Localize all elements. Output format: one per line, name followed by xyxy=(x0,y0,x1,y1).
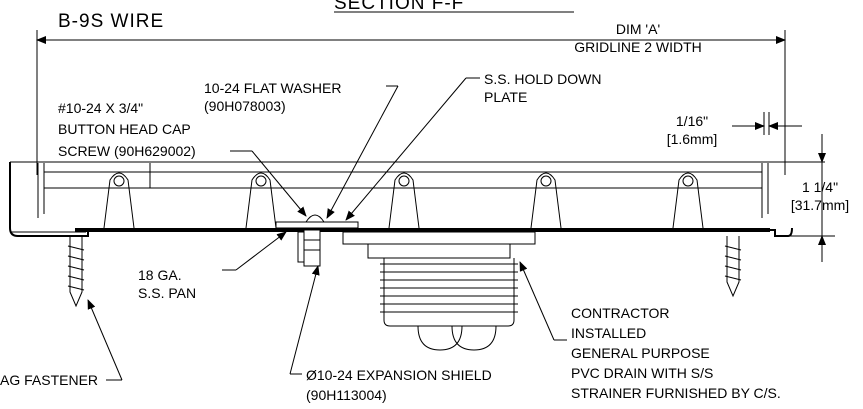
callout-drain: CONTRACTOR INSTALLED GENERAL PURPOSE PVC… xyxy=(519,261,781,401)
fastener-label: AG FASTENER xyxy=(0,372,98,388)
height-label: 1 1/4" xyxy=(802,179,838,195)
callout-lag-fastener: AG FASTENER xyxy=(0,299,123,388)
pan-label-2: S.S. PAN xyxy=(138,285,196,301)
screw-part: SCREW (90H629002) xyxy=(58,143,196,159)
pvc-drain xyxy=(342,231,536,351)
grate-frame xyxy=(9,161,825,237)
drain-label-1: CONTRACTOR xyxy=(571,305,670,321)
drain-label-3: GENERAL PURPOSE xyxy=(571,345,710,361)
callout-pan: 18 GA. S.S. PAN xyxy=(138,231,287,301)
lag-fastener-right xyxy=(724,236,742,298)
pan-label: 18 GA. xyxy=(138,267,182,283)
gap-dimension: 1/16" [1.6mm] xyxy=(667,112,802,147)
dim-a-label: DIM 'A' xyxy=(616,21,660,37)
gap-sublabel: [1.6mm] xyxy=(667,131,718,147)
hold-down-assembly xyxy=(275,214,359,267)
callout-cap-screw: #10-24 X 3/4" BUTTON HEAD CAP SCREW (90H… xyxy=(58,100,307,217)
washer-part: (90H078003) xyxy=(204,98,286,114)
shield-label: Ø10-24 EXPANSION SHIELD xyxy=(306,367,492,383)
section-title: SECTION F-F xyxy=(334,0,574,14)
drain-label-4: PVC DRAIN WITH S/S xyxy=(571,365,713,381)
svg-text:SECTION F-F: SECTION F-F xyxy=(334,0,464,14)
callout-flat-washer: 10-24 FLAT WASHER (90H078003) xyxy=(204,80,399,219)
washer-label: 10-24 FLAT WASHER xyxy=(204,80,341,96)
screw-label-2: BUTTON HEAD CAP xyxy=(58,121,191,137)
dim-a: DIM 'A' GRIDLINE 2 WIDTH xyxy=(36,21,786,175)
wire-title: B-9S WIRE xyxy=(58,11,164,32)
gap-label: 1/16" xyxy=(676,113,708,129)
drain-label-2: INSTALLED xyxy=(571,325,646,341)
height-sublabel: [31.7mm] xyxy=(791,197,849,213)
plate-label: S.S. HOLD DOWN xyxy=(484,71,601,87)
drain-label-5: STRAINER FURNISHED BY C/S. xyxy=(571,385,781,401)
shield-part: (90H113004) xyxy=(306,387,387,403)
screw-label: #10-24 X 3/4" xyxy=(58,100,143,116)
plate-label-2: PLATE xyxy=(484,89,527,105)
support-bars xyxy=(103,172,704,229)
callout-hold-down-plate: S.S. HOLD DOWN PLATE xyxy=(345,71,601,221)
lag-fastener-left xyxy=(67,236,85,308)
dim-a-sublabel: GRIDLINE 2 WIDTH xyxy=(574,39,702,55)
callout-expansion-shield: Ø10-24 EXPANSION SHIELD (90H113004) xyxy=(289,265,492,403)
height-dimension: 1 1/4" [31.7mm] xyxy=(776,134,849,262)
